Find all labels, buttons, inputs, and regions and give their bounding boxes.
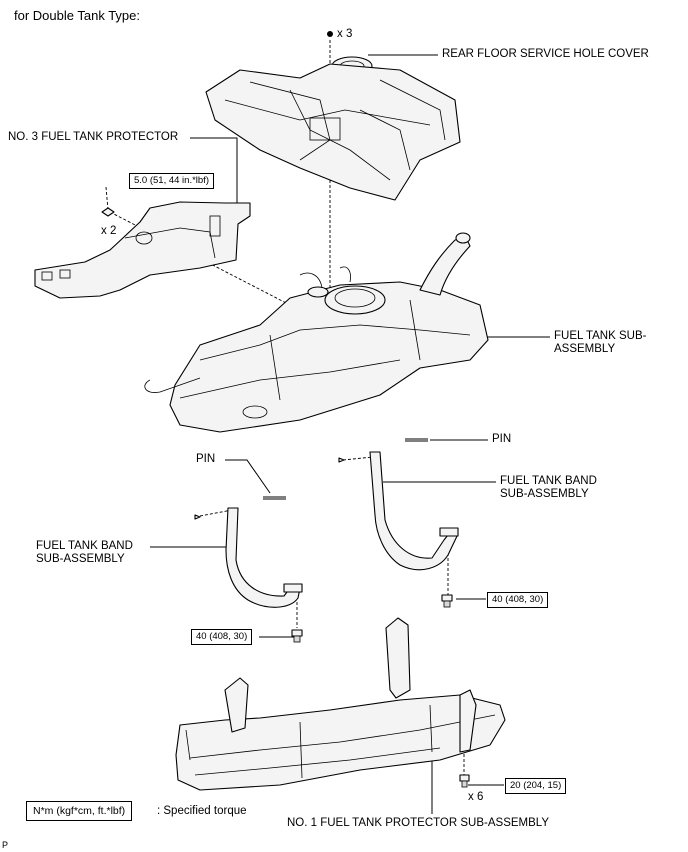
band-bolt-right <box>441 594 453 608</box>
label-rear-floor-service-hole-cover: REAR FLOOR SERVICE HOLE COVER <box>442 48 649 60</box>
label-fuel-tank-band-left: FUEL TANK BAND SUB-ASSEMBLY <box>36 540 133 565</box>
label-pin-right: PIN <box>492 433 512 445</box>
torque-box-protector-no3: 5.0 (51, 44 in.*lbf) <box>129 173 214 189</box>
label-fuel-tank-sub-assembly: FUEL TANK SUB- ASSEMBLY <box>554 330 647 355</box>
torque-box-protector-no1: 20 (204, 15) <box>505 778 567 794</box>
legend-unit-box: N*m (kgf*cm, ft.*lbf) <box>26 801 133 821</box>
label-pin-left: PIN <box>196 453 216 465</box>
legend-description: : Specified torque <box>157 805 247 817</box>
no1-protector-bolt <box>459 774 470 788</box>
band-clips <box>194 457 345 520</box>
cover-clip-quantity: x 3 <box>337 28 353 40</box>
fuel-tank-sub-assembly <box>144 232 489 433</box>
pin-left <box>263 496 286 500</box>
torque-box-band-right: 40 (408, 30) <box>487 592 549 608</box>
label-fuel-tank-band-right: FUEL TANK BAND SUB-ASSEMBLY <box>500 475 597 500</box>
fuel-tank-band-right <box>369 451 459 571</box>
protector-bolt-quantity: x 2 <box>101 225 117 237</box>
label-no3-fuel-tank-protector: NO. 3 FUEL TANK PROTECTOR <box>8 131 179 143</box>
fuel-tank-band-left <box>225 507 303 608</box>
leader-lines <box>150 54 550 814</box>
footer-mark: P <box>2 840 9 850</box>
band-bolt-left <box>291 629 303 643</box>
rear-floor-panel <box>205 63 461 201</box>
diagram-header: for Double Tank Type: <box>14 8 140 23</box>
pin-right <box>405 438 428 442</box>
no3-fuel-tank-protector <box>34 201 251 299</box>
label-no1-fuel-tank-protector: NO. 1 FUEL TANK PROTECTOR SUB-ASSEMBLY <box>287 817 550 829</box>
no1-bolt-quantity: x 6 <box>468 791 484 803</box>
torque-box-band-left: 40 (408, 30) <box>191 629 253 645</box>
no1-fuel-tank-protector-sub-assembly <box>175 617 506 791</box>
